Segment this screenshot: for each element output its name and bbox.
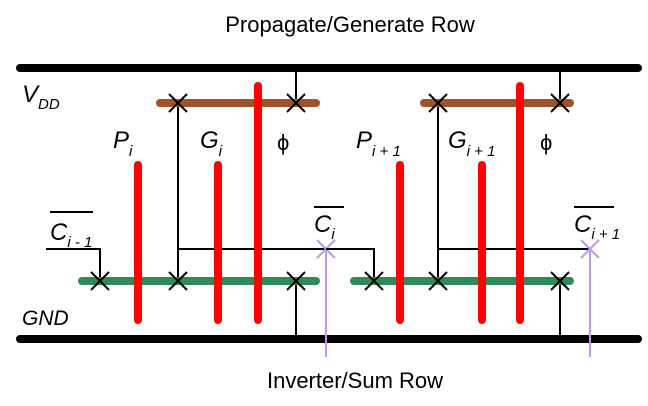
contact-mark — [90, 271, 110, 291]
bottom-title: Inverter/Sum Row — [267, 368, 443, 393]
cell-i1-p-label: Pi + 1 — [356, 127, 401, 160]
top-title: Propagate/Generate Row — [225, 12, 475, 37]
cell-i-g-label: Gi — [200, 127, 223, 160]
vdd-label: VDD — [22, 81, 60, 113]
contact-mark — [550, 93, 570, 113]
contact-mark — [286, 93, 306, 113]
cell-i1-wiring — [326, 68, 590, 339]
cell-i-cin-label: Ci - 1 — [50, 219, 92, 251]
contact-mark — [428, 271, 448, 291]
cell-i-cout-label: Ci — [314, 211, 335, 243]
cell-i1-phi-label: ϕ — [540, 130, 552, 155]
cell-i1-sum-contact — [580, 239, 600, 259]
gnd-label: GND — [22, 307, 69, 330]
cell-i-contacts — [90, 93, 306, 291]
cell-i-wiring — [46, 68, 326, 339]
cell-i1-contacts — [364, 93, 570, 291]
cell-i1-g-label: Gi + 1 — [448, 127, 495, 160]
cell-i-phi-label: ϕ — [277, 130, 289, 155]
cell-i-p-label: Pi — [113, 127, 133, 160]
contact-mark — [428, 93, 448, 113]
contact-mark — [364, 271, 384, 291]
contact-mark — [168, 271, 188, 291]
contact-mark — [286, 271, 306, 291]
cell-i1-cout-label: Ci + 1 — [574, 211, 620, 243]
contact-mark — [168, 93, 188, 113]
contact-mark — [550, 271, 570, 291]
